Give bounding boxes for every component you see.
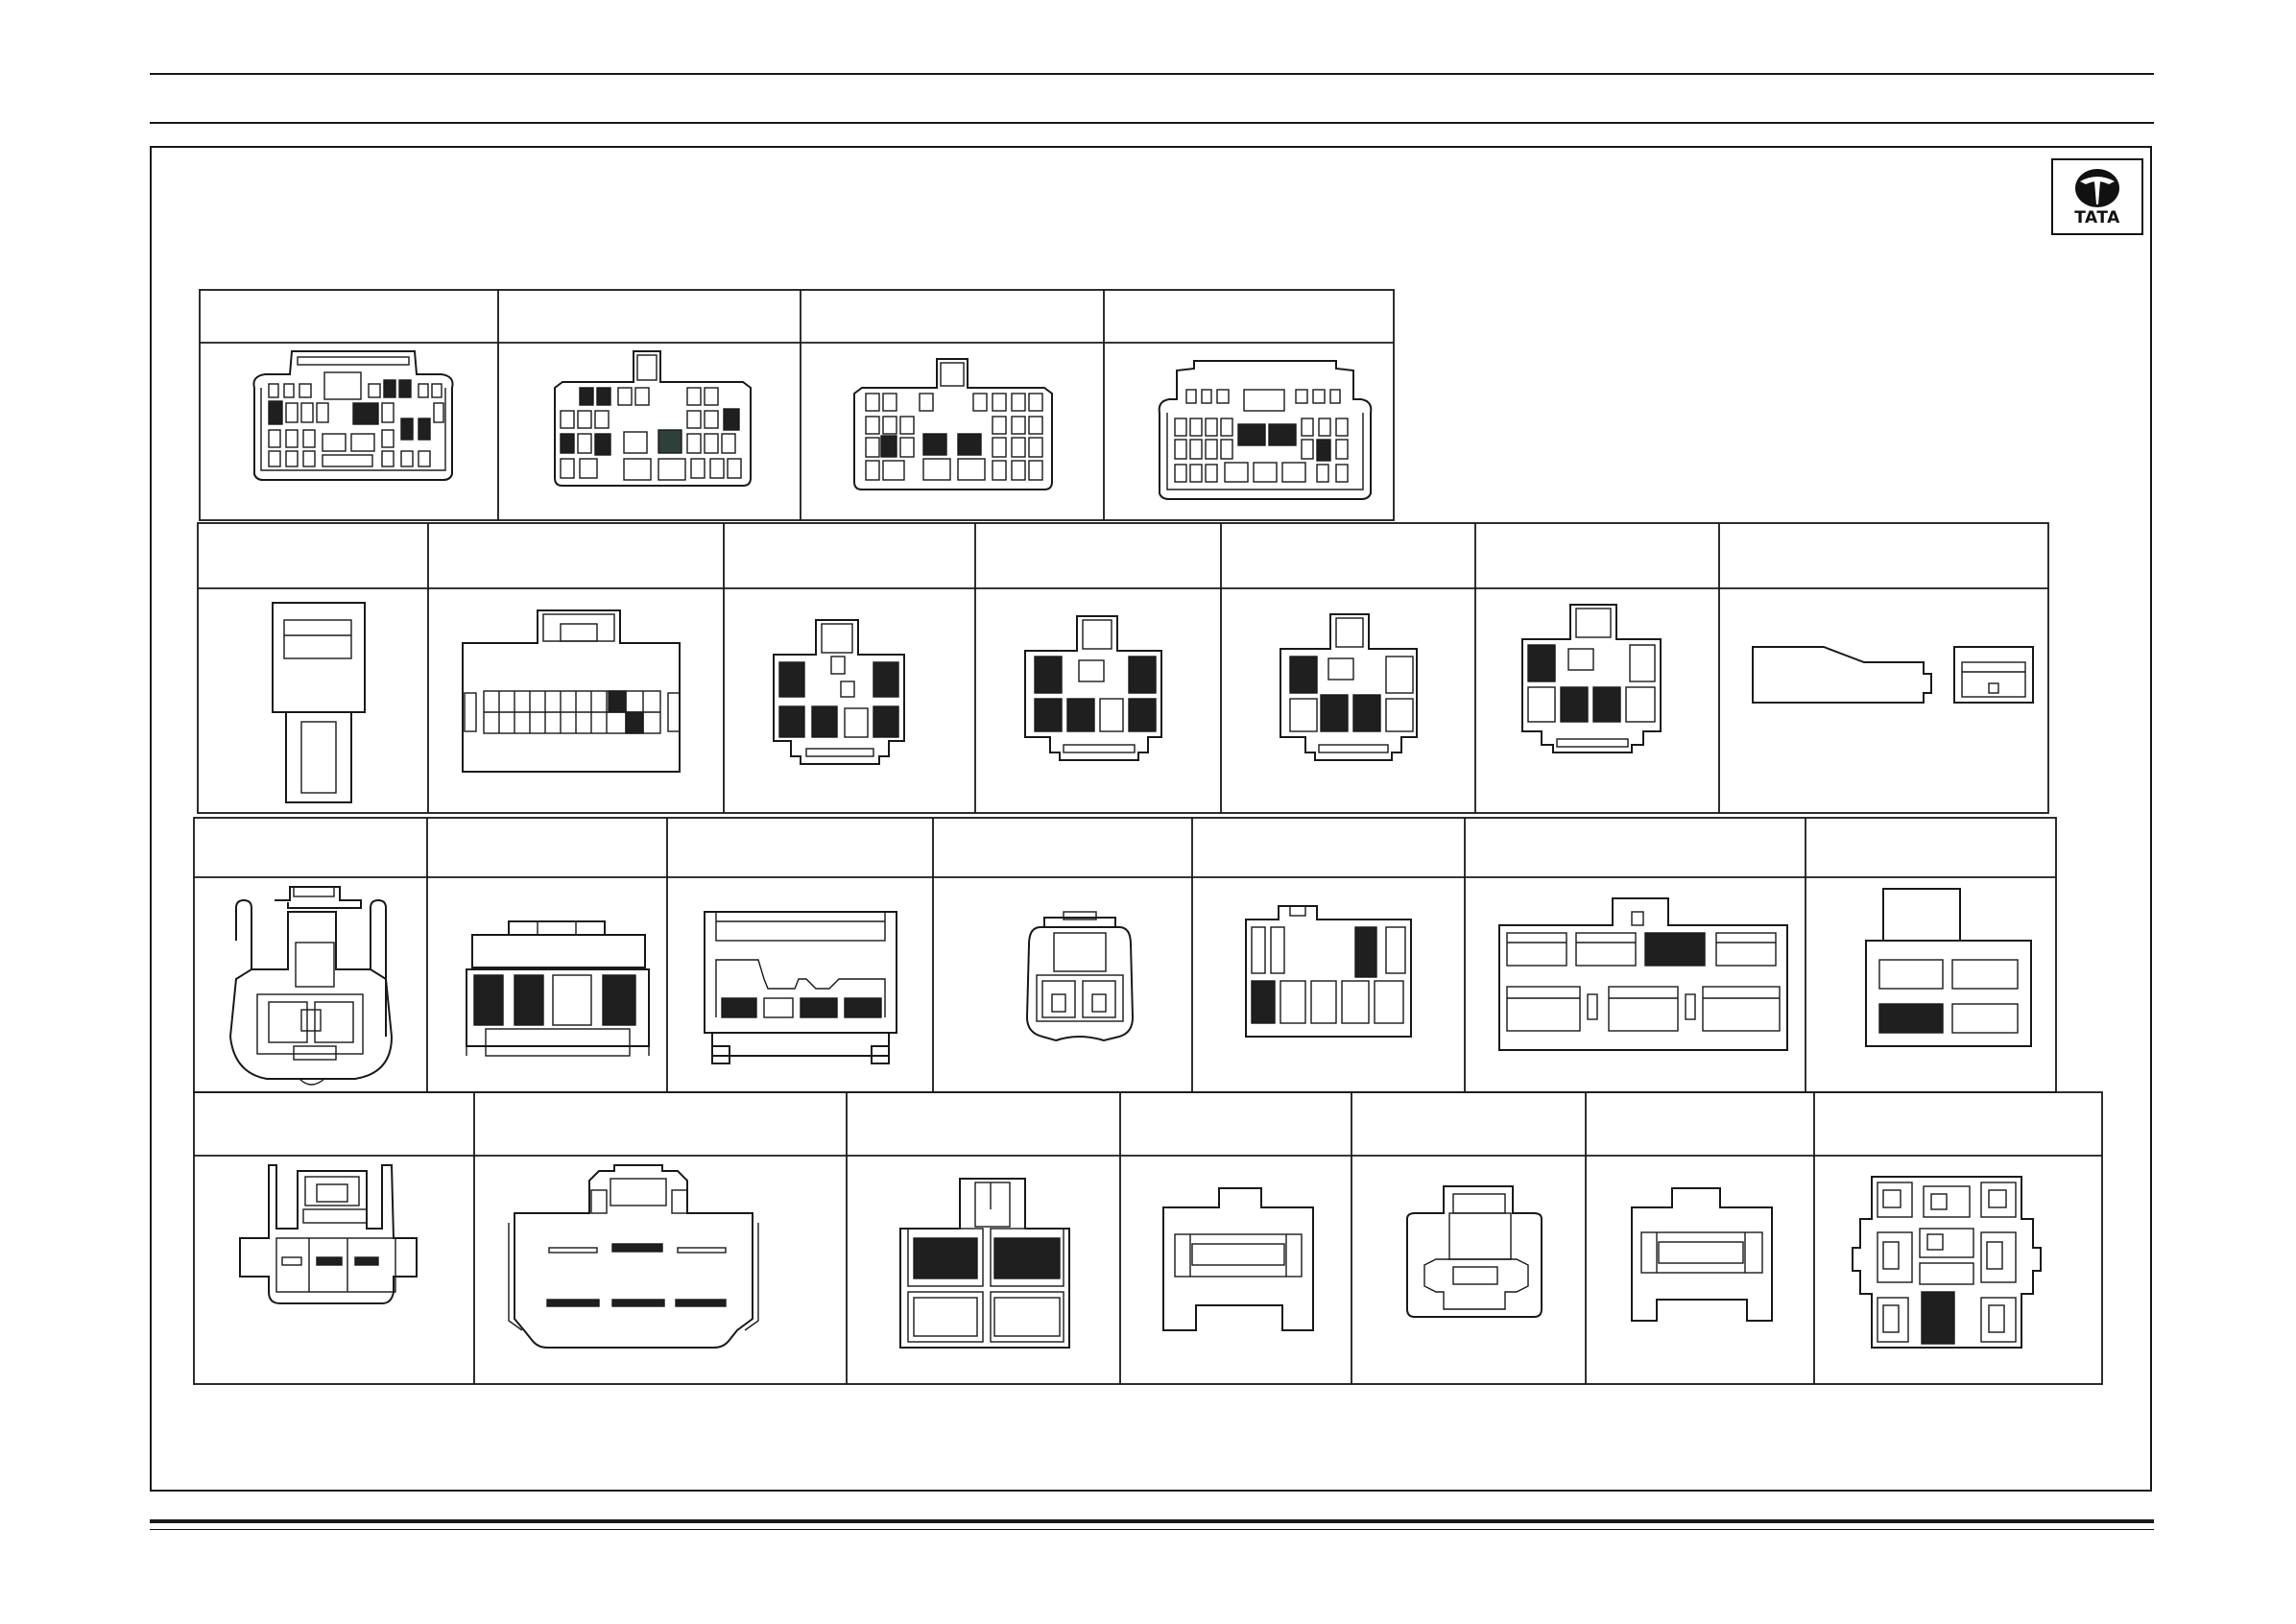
row-4-table [193, 1091, 2103, 1385]
connector-single-blade [272, 602, 366, 803]
connector-1pin-housing-a [1162, 1187, 1314, 1331]
connector-4pin-rail [704, 911, 897, 1064]
connector-6pin-latch-a [773, 619, 905, 765]
row-1-table [199, 289, 1395, 521]
connector-2pin-small [1025, 911, 1135, 1042]
bottom-rule-thin [150, 1529, 2154, 1530]
connector-20cav-wide [462, 609, 681, 773]
connector-7cav-wide [1498, 897, 1788, 1051]
connector-1pin-housing-b [1406, 1185, 1543, 1318]
tata-emblem-icon [2075, 169, 2119, 207]
row-2-table [197, 522, 2049, 814]
connector-18cav-center-latch [554, 350, 752, 487]
connector-6pin-latch-c [1280, 613, 1418, 761]
connector-6pin-latch-b [1024, 615, 1162, 761]
top-rule-1 [150, 73, 2154, 75]
connector-2pin-sensor [228, 886, 394, 1086]
connector-6pin-blade [508, 1164, 759, 1349]
connector-1pin-housing-c [1631, 1187, 1773, 1322]
connector-4cav-2pin [899, 1178, 1070, 1349]
connector-4cav-box [1865, 888, 2032, 1047]
connector-8pin-mixed [1245, 905, 1412, 1038]
tata-logo: TATA [2051, 158, 2143, 235]
connector-18cav-center-latch-b [853, 358, 1053, 490]
logo-text: TATA [2074, 208, 2120, 227]
drawing-frame [150, 146, 2152, 1492]
bottom-rule-thick [150, 1519, 2154, 1523]
connector-relay-socket [1852, 1176, 2042, 1349]
connector-12pin-locking-housing-b [1158, 360, 1373, 500]
connector-flat-terminal [1752, 646, 2034, 704]
connector-12pin-locking-housing [252, 350, 454, 481]
connector-3pin-rail [466, 920, 650, 1057]
top-rule-2 [150, 122, 2154, 124]
connector-3pin-latch [239, 1164, 418, 1304]
connector-6pin-latch-d [1521, 604, 1662, 753]
